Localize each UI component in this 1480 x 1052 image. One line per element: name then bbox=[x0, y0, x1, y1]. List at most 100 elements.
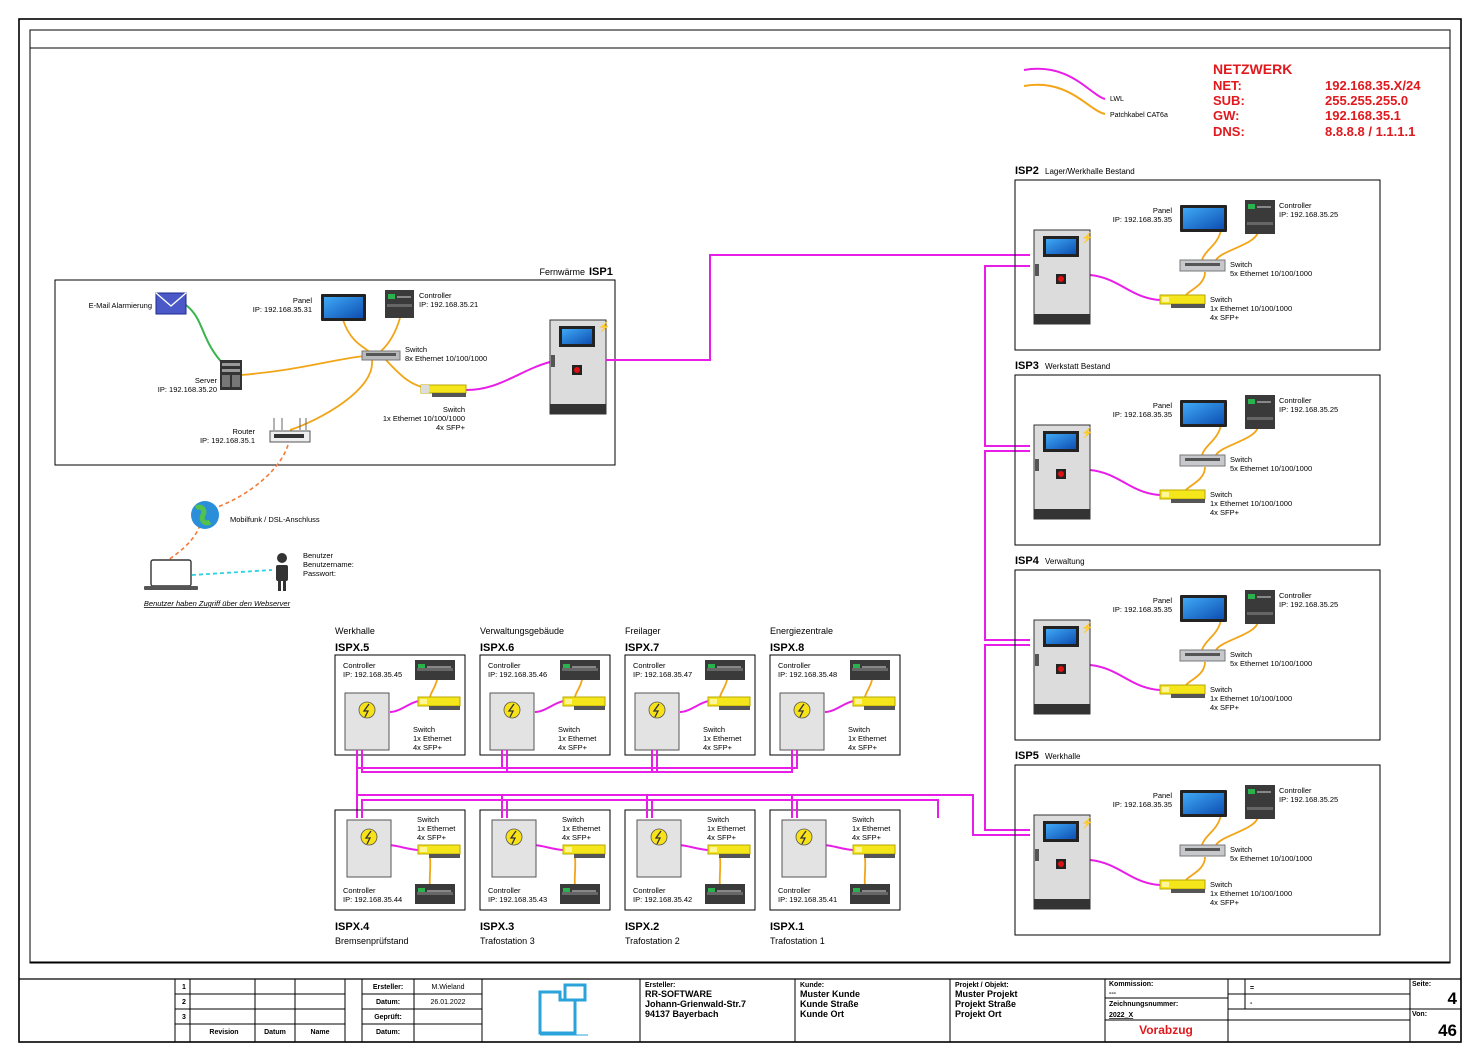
von-label: Von: bbox=[1412, 1011, 1427, 1018]
network-title: NETZWERK bbox=[1213, 61, 1292, 77]
cabinet-icon: ⚡ bbox=[1033, 814, 1093, 910]
projekt-line-1: Muster Projekt bbox=[955, 989, 1018, 999]
controller-icon bbox=[1245, 200, 1275, 234]
sfp-switch-icon bbox=[852, 844, 896, 858]
svg-text:⚡: ⚡ bbox=[1081, 426, 1093, 439]
ispx-switch-l1: 1x Ethernet bbox=[707, 824, 746, 833]
kunde-line-3: Kunde Ort bbox=[800, 1009, 844, 1019]
right-sfp-name: Switch bbox=[1210, 295, 1232, 304]
sub-value: 255.255.255.0 bbox=[1325, 93, 1408, 108]
ispx-cabinet-icon bbox=[781, 819, 827, 878]
isp1-cabinet-icon: ⚡ bbox=[549, 319, 610, 415]
ispx-box bbox=[334, 809, 466, 911]
sfp-switch-icon bbox=[1159, 489, 1206, 503]
ispx-box bbox=[624, 809, 756, 911]
net-key: NET: bbox=[1213, 78, 1242, 93]
zeichnung-value: 2022_X bbox=[1109, 1012, 1133, 1019]
sfp-switch-icon bbox=[420, 384, 467, 397]
right-panel-name: Panel bbox=[1153, 596, 1173, 605]
svg-text:⚡: ⚡ bbox=[598, 320, 610, 333]
ispx-switch-l2: 4x SFP+ bbox=[707, 833, 737, 842]
network-info: NETZWERK NET: 192.168.35.X/24 SUB: 255.2… bbox=[1213, 61, 1421, 139]
title-block: 1 2 3 Revision Datum Name Ersteller: M.W… bbox=[174, 979, 1461, 1042]
ispx-cabinet-icon bbox=[346, 819, 392, 878]
ispx-box bbox=[769, 809, 901, 911]
ispx-switch-l2: 4x SFP+ bbox=[852, 833, 882, 842]
ispx-location: Freilager bbox=[625, 626, 661, 636]
right-panel-name: Panel bbox=[1153, 401, 1173, 410]
right-sfp-l2: 4x SFP+ bbox=[1210, 313, 1240, 322]
ispx-id: ISPX.5 bbox=[335, 642, 369, 654]
ispx-controller-ip: IP: 192.168.35.41 bbox=[778, 895, 837, 904]
status-stamp: Vorabzug bbox=[1139, 1023, 1193, 1037]
sfp-switch-icon bbox=[707, 696, 751, 710]
ispx-location: Trafostation 1 bbox=[770, 936, 825, 946]
right-sfp-l2: 4x SFP+ bbox=[1210, 508, 1240, 517]
projekt-line-3: Projekt Ort bbox=[955, 1009, 1002, 1019]
right-controller-ip: IP: 192.168.35.25 bbox=[1279, 405, 1338, 414]
right-switch-desc: 5x Ethernet 10/100/1000 bbox=[1230, 464, 1312, 473]
ispx-switch-name: Switch bbox=[848, 725, 870, 734]
controller-icon bbox=[415, 884, 455, 904]
access-note: Benutzer haben Zugriff über den Webserve… bbox=[144, 599, 291, 608]
panel-icon bbox=[1180, 400, 1227, 427]
company-line-3: 94137 Bayerbach bbox=[645, 1009, 719, 1019]
ispx-switch-name: Switch bbox=[562, 815, 584, 824]
ispx-switch-l1: 1x Ethernet bbox=[413, 734, 452, 743]
right-sfp-l2: 4x SFP+ bbox=[1210, 898, 1240, 907]
ispx-controller-name: Controller bbox=[488, 886, 521, 895]
ispx-id: ISPX.1 bbox=[770, 921, 804, 933]
email-label: E-Mail Alarmierung bbox=[89, 301, 152, 310]
ispx-switch-l2: 4x SFP+ bbox=[562, 833, 592, 842]
right-sfp-l1: 1x Ethernet 10/100/1000 bbox=[1210, 304, 1292, 313]
email-icon bbox=[155, 292, 187, 315]
right-isp-box bbox=[1014, 764, 1381, 936]
ersteller-label: Ersteller: bbox=[373, 984, 403, 991]
ispx-location: Energiezentrale bbox=[770, 626, 833, 636]
controller-icon bbox=[385, 290, 414, 318]
controller-icon bbox=[705, 884, 745, 904]
controller-icon bbox=[850, 660, 890, 680]
right-isp-box bbox=[1014, 569, 1381, 741]
rev-header-name: Name bbox=[310, 1029, 329, 1036]
ispx-box bbox=[479, 809, 611, 911]
right-controller-name: Controller bbox=[1279, 591, 1312, 600]
kommission-label: Kommission: bbox=[1109, 981, 1153, 988]
svg-text:⚡: ⚡ bbox=[1081, 231, 1093, 244]
sub-key: SUB: bbox=[1213, 93, 1245, 108]
ispx-location: Trafostation 3 bbox=[480, 936, 535, 946]
ispx-switch-l2: 4x SFP+ bbox=[558, 743, 588, 752]
right-isp-box bbox=[1014, 374, 1381, 546]
password-label: Passwort: bbox=[303, 569, 336, 578]
ispx-switch-name: Switch bbox=[413, 725, 435, 734]
right-isp-id: ISP5 bbox=[1015, 750, 1039, 762]
sheet-border bbox=[18, 18, 1462, 1043]
right-isp-id: ISP3 bbox=[1015, 360, 1039, 372]
isp1-switch-name: Switch bbox=[405, 345, 427, 354]
right-switch-desc: 5x Ethernet 10/100/1000 bbox=[1230, 269, 1312, 278]
controller-icon bbox=[1245, 590, 1275, 624]
right-isp-name: Werkhalle bbox=[1045, 752, 1081, 761]
right-switch-desc: 5x Ethernet 10/100/1000 bbox=[1230, 854, 1312, 863]
ispx-cabinet-icon bbox=[344, 692, 390, 751]
ispx-switch-name: Switch bbox=[703, 725, 725, 734]
company-label: Ersteller: bbox=[645, 982, 675, 989]
isp1-controller-name: Controller bbox=[419, 291, 452, 300]
internet-group: Mobilfunk / DSL-Anschluss Benutzer Benut… bbox=[144, 444, 354, 608]
sfp-switch-icon bbox=[417, 844, 461, 858]
isp1-sfp-l1: 1x Ethernet 10/100/1000 bbox=[383, 414, 465, 423]
ispx-controller-ip: IP: 192.168.35.45 bbox=[343, 670, 402, 679]
ispx-controller-name: Controller bbox=[488, 661, 521, 670]
panel-icon bbox=[1180, 205, 1227, 232]
globe-icon bbox=[191, 501, 219, 529]
isp1-box bbox=[54, 279, 616, 466]
kommission-value: --- bbox=[1109, 990, 1117, 997]
cabinet-icon: ⚡ bbox=[1033, 229, 1093, 325]
legend: LWL Patchkabel CAT6a bbox=[1023, 67, 1168, 119]
